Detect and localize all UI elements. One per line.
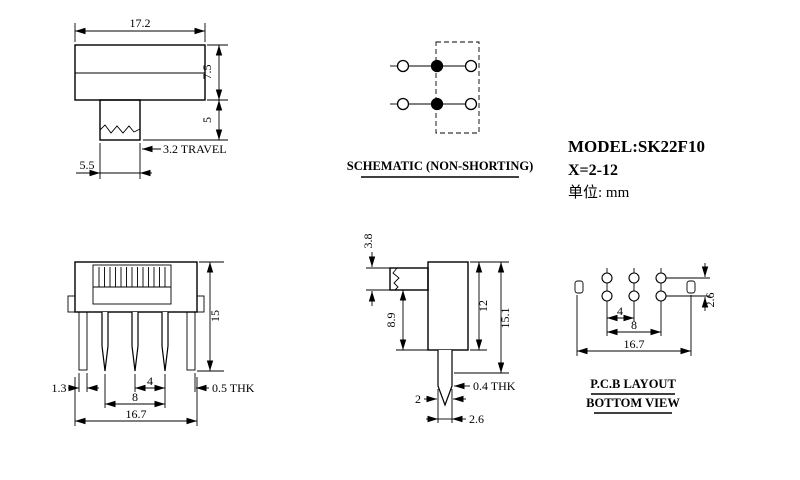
dim-text-actuator-height: 3.8 bbox=[361, 234, 375, 249]
dim-pcb-width: 16.7 bbox=[576, 295, 692, 356]
side-view-dimensions: 15 4 8 16.7 1.3 0.5 THK bbox=[52, 261, 255, 426]
dim-text-knob-width: 5.5 bbox=[80, 158, 95, 172]
dim-pin-span: 8 bbox=[105, 390, 165, 408]
x-range: X=2-12 bbox=[568, 162, 618, 179]
dim-pin-offset: 2.6 bbox=[426, 412, 484, 426]
model-number: MODEL:SK22F10 bbox=[568, 137, 705, 156]
dim-pin-pitch: 4 bbox=[135, 374, 165, 392]
side-pad-right bbox=[686, 280, 696, 294]
dim-text-pin-pitch: 4 bbox=[147, 374, 153, 388]
dim-total-height: 15 bbox=[197, 261, 224, 372]
dim-text-tab-width: 1.3 bbox=[52, 381, 67, 395]
dim-body-depth: 8.9 bbox=[384, 290, 428, 351]
pcb-hole bbox=[628, 290, 640, 302]
dim-text-front-height: 7.5 bbox=[200, 65, 214, 80]
knob-slot bbox=[92, 264, 172, 305]
dim-text-body-depth: 8.9 bbox=[384, 313, 398, 328]
dim-tab-width: 1.3 bbox=[52, 373, 99, 395]
switch-knob bbox=[99, 99, 141, 141]
pcb-caption-line1: P.C.B LAYOUT bbox=[590, 377, 676, 391]
body bbox=[427, 261, 469, 351]
pin-2 bbox=[131, 312, 139, 372]
dim-text-pin-span: 8 bbox=[132, 390, 138, 404]
dim-thickness: 0.5 THK bbox=[194, 373, 255, 395]
dim-text-knob-height: 5 bbox=[200, 117, 214, 123]
pcb-caption-line2: BOTTOM VIEW bbox=[586, 396, 680, 410]
side-view bbox=[67, 261, 205, 372]
dim-text-profile-total-height: 15.1 bbox=[498, 308, 512, 329]
side-pad-left bbox=[574, 280, 584, 294]
common-terminal-circle bbox=[430, 97, 444, 111]
dim-text-pin-thickness: 0.4 THK bbox=[473, 379, 516, 393]
schematic-housing-outline bbox=[435, 41, 480, 134]
terminal-circle bbox=[396, 97, 410, 111]
pcb-caption: P.C.B LAYOUT BOTTOM VIEW bbox=[586, 377, 680, 414]
dim-text-row-spacing: 2.6 bbox=[703, 293, 717, 308]
profile-view bbox=[389, 261, 469, 407]
pcb-hole bbox=[601, 272, 613, 284]
pin-3 bbox=[161, 312, 169, 372]
dim-text-pin-offset: 2.6 bbox=[469, 412, 484, 426]
common-terminal-circle bbox=[430, 59, 444, 73]
pin-1 bbox=[101, 312, 109, 372]
terminal-circle bbox=[464, 97, 478, 111]
dim-front-height: 7.5 bbox=[143, 44, 228, 141]
actuator-break-line bbox=[392, 267, 400, 291]
dim-actuator-height: 3.8 bbox=[361, 234, 390, 306]
unit-note: 单位: mm bbox=[568, 184, 630, 201]
bracket-leg-right bbox=[186, 311, 196, 371]
pcb-view bbox=[574, 268, 696, 306]
bracket-leg-left bbox=[78, 311, 88, 371]
dim-text-total-width: 16.7 bbox=[126, 407, 147, 421]
dim-hole-span: 8 bbox=[607, 318, 661, 336]
dim-text-pin-width: 2 bbox=[415, 392, 421, 406]
dim-row-spacing: 2.6 bbox=[666, 263, 717, 311]
dim-knob-height: 5 bbox=[200, 100, 223, 140]
front-view bbox=[74, 44, 206, 141]
mount-tab-right bbox=[196, 295, 205, 313]
terminal-circle bbox=[464, 59, 478, 73]
terminal-circle bbox=[396, 59, 410, 73]
dim-text-thickness: 0.5 THK bbox=[212, 381, 255, 395]
pcb-dimensions: 4 8 16.7 2.6 P.C.B LAYOUT BOTTOM VIEW bbox=[576, 263, 717, 414]
dim-text-pcb-width: 16.7 bbox=[624, 337, 645, 351]
pin bbox=[437, 350, 453, 407]
dim-text-hole-span: 8 bbox=[631, 318, 637, 332]
pcb-hole bbox=[655, 272, 667, 284]
dim-pin-thickness: 0.4 THK bbox=[454, 379, 516, 393]
dim-text-hole-pitch: 4 bbox=[617, 304, 623, 318]
knob-serrations bbox=[98, 267, 166, 287]
knob-break-line bbox=[99, 124, 141, 134]
dim-travel: 3.2 TRAVEL bbox=[142, 142, 227, 156]
dim-front-width: 17.2 bbox=[74, 16, 206, 42]
schematic-view: SCHEMATIC (NON-SHORTING) bbox=[347, 41, 534, 178]
dim-text-total-height: 15 bbox=[208, 310, 222, 322]
dim-text-travel: 3.2 TRAVEL bbox=[163, 142, 227, 156]
dim-text-body-height: 12 bbox=[476, 300, 490, 312]
pcb-hole bbox=[628, 272, 640, 284]
switch-body bbox=[74, 44, 206, 101]
dim-total-width: 16.7 bbox=[74, 377, 198, 426]
profile-view-dimensions: 3.8 8.9 12 15.1 0.4 THK 2 bbox=[361, 234, 516, 427]
title-block: MODEL:SK22F10 X=2-12 单位: mm bbox=[568, 137, 705, 201]
schematic-caption: SCHEMATIC (NON-SHORTING) bbox=[347, 159, 534, 173]
dim-knob-width: 5.5 bbox=[76, 143, 152, 179]
dim-body-height: 12 bbox=[470, 261, 509, 351]
pcb-hole bbox=[601, 290, 613, 302]
dim-hole-pitch: 4 bbox=[607, 304, 634, 322]
front-view-dimensions: 17.2 7.5 5 5.5 3.2 TRAVEL bbox=[74, 16, 228, 179]
pcb-hole bbox=[655, 290, 667, 302]
actuator bbox=[389, 267, 429, 291]
dim-text-front-width: 17.2 bbox=[130, 16, 151, 30]
mount-tab-left bbox=[67, 295, 76, 313]
dim-profile-total-height: 15.1 bbox=[454, 262, 512, 374]
